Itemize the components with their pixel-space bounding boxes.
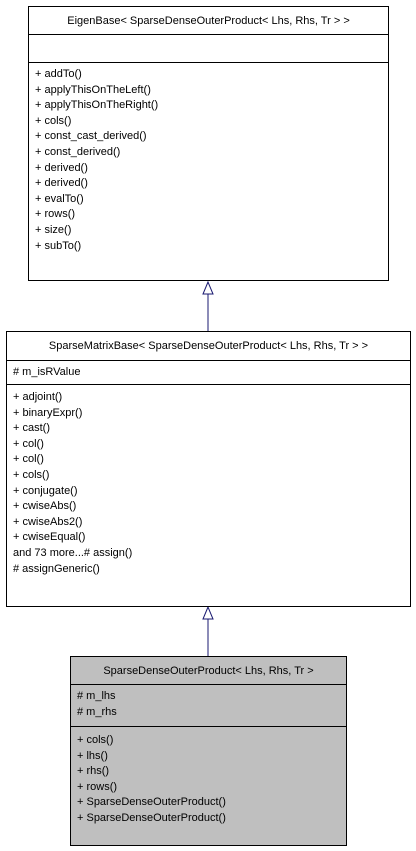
method-item: + conjugate() [13,484,78,497]
method-item: + col() [13,437,44,450]
method-item: + adjoint() [13,391,63,403]
method-item: + lhs() [77,749,108,762]
class-title: SparseMatrixBase< SparseDenseOuterProduc… [48,340,369,352]
inheritance-arrow-1 [202,280,214,331]
method-item: + rows() [77,780,118,793]
methods-section: + addTo() + applyThisOnTheLeft() + apply… [29,62,388,280]
method-item: + const_cast_derived() [35,130,147,143]
method-item: + cast() [13,422,50,435]
method-item: + derived() [35,177,88,190]
method-item: + cwiseAbs2() [13,515,83,528]
inheritance-arrow-2 [202,605,214,656]
attributes-section: # m_isRValue [7,360,410,384]
method-item: + rhs() [77,765,110,778]
method-item: + evalTo() [35,192,84,205]
attribute-item: # m_rhs [77,705,117,718]
method-item: + applyThisOnTheRight() [35,99,159,112]
method-item: + SparseDenseOuterProduct() [77,811,226,824]
methods-section: + cols() + lhs() + rhs() + rows() + Spar… [71,726,346,845]
method-item: + SparseDenseOuterProduct() [77,796,226,809]
class-title: SparseDenseOuterProduct< Lhs, Rhs, Tr > [103,664,314,677]
method-item: + applyThisOnTheLeft() [35,83,151,96]
method-item: + addTo() [35,68,82,80]
method-item: + size() [35,223,72,236]
method-item: + col() [13,453,44,466]
method-item: + cols() [77,734,114,746]
class-title: EigenBase< SparseDenseOuterProduct< Lhs,… [67,14,350,27]
method-item: + cols() [13,468,50,481]
attribute-item: # m_lhs [77,690,116,702]
attribute-item: # m_isRValue [13,366,81,378]
attributes-section [29,34,388,62]
method-item: + subTo() [35,239,82,252]
method-item: + cols() [35,114,72,127]
class-sparsedenseouterproduct[interactable]: SparseDenseOuterProduct< Lhs, Rhs, Tr > … [70,656,347,846]
method-item: + cwiseAbs() [13,500,77,513]
class-sparsematrixbase[interactable]: SparseMatrixBase< SparseDenseOuterProduc… [6,331,411,607]
method-item: + derived() [35,161,88,174]
attributes-section: # m_lhs # m_rhs [71,684,346,726]
method-item: + rows() [35,208,76,221]
method-item: + cwiseEqual() [13,531,86,544]
method-item: + const_derived() [35,145,121,158]
method-item: + binaryExpr() [13,406,83,419]
method-item: # assignGeneric() [13,562,100,575]
class-eigenbase[interactable]: EigenBase< SparseDenseOuterProduct< Lhs,… [28,6,389,281]
method-item: and 73 more...# assign() [13,546,133,559]
methods-section: + adjoint() + binaryExpr() + cast() + co… [7,384,410,606]
